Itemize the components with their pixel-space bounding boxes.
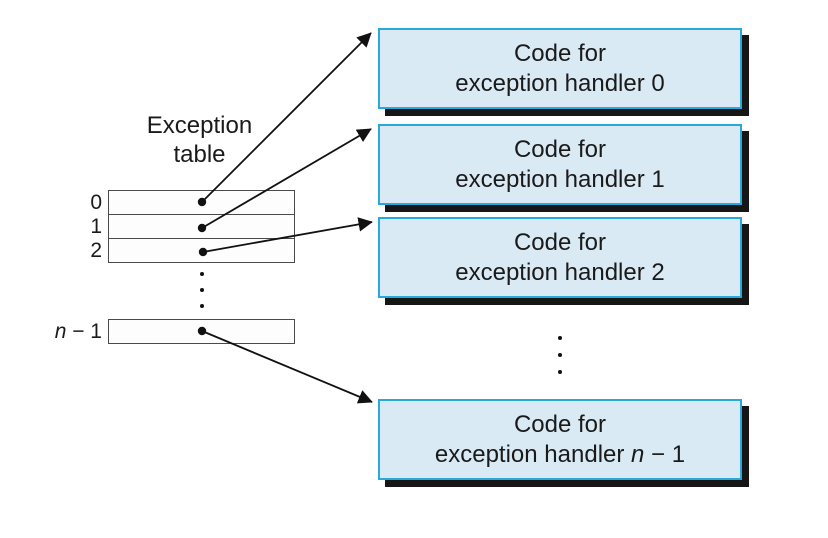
handler-label-line2: exception handler 0 — [455, 69, 664, 99]
exception-table-entry-1 — [108, 214, 295, 239]
handler-label-text: exception handler 0 — [455, 69, 665, 97]
row-label-text: 0 — [90, 191, 102, 214]
handler-label-text: exception handler 1 — [455, 165, 665, 193]
handler-box-n-1: Code for exception handler n − 1 — [378, 399, 742, 480]
handler-label-line1: Code for — [513, 39, 607, 67]
row-label-variable: n — [54, 320, 67, 343]
vertical-ellipsis-icon — [558, 336, 562, 374]
vertical-ellipsis-icon — [200, 272, 204, 308]
title-line-1: Exception — [146, 112, 253, 139]
handler-label-line2: exception handler 1 — [455, 165, 664, 195]
exception-table-title: Exception table — [112, 111, 287, 169]
row-label-n-1: n − 1 — [18, 319, 102, 344]
handler-label-line1: Code for — [513, 135, 607, 163]
exception-table-entry-2 — [108, 238, 295, 263]
handler-label-variable: n — [631, 440, 645, 468]
handler-box-1: Code for exception handler 1 — [378, 124, 742, 205]
handler-label-line2: exception handler n − 1 — [435, 440, 685, 470]
row-label-1: 1 — [18, 214, 102, 239]
handler-label-line1: Code for — [513, 410, 607, 438]
row-label-suffix: − 1 — [66, 320, 102, 343]
handler-label-text: exception handler 2 — [455, 258, 665, 286]
title-line-2: table — [173, 141, 226, 168]
handler-label-line1: Code for — [513, 228, 607, 256]
handler-box-0: Code for exception handler 0 — [378, 28, 742, 109]
row-label-0: 0 — [18, 190, 102, 215]
exception-table-entry-0 — [108, 190, 295, 215]
row-label-text: 1 — [90, 215, 102, 238]
handler-box-2: Code for exception handler 2 — [378, 217, 742, 298]
exception-table-entry-n-1 — [108, 319, 295, 344]
row-label-text: 2 — [90, 239, 102, 262]
handler-label-text: exception handler — [434, 440, 632, 468]
handler-label-line2: exception handler 2 — [455, 258, 664, 288]
handler-label-suffix: − 1 — [644, 440, 686, 468]
row-label-2: 2 — [18, 238, 102, 263]
